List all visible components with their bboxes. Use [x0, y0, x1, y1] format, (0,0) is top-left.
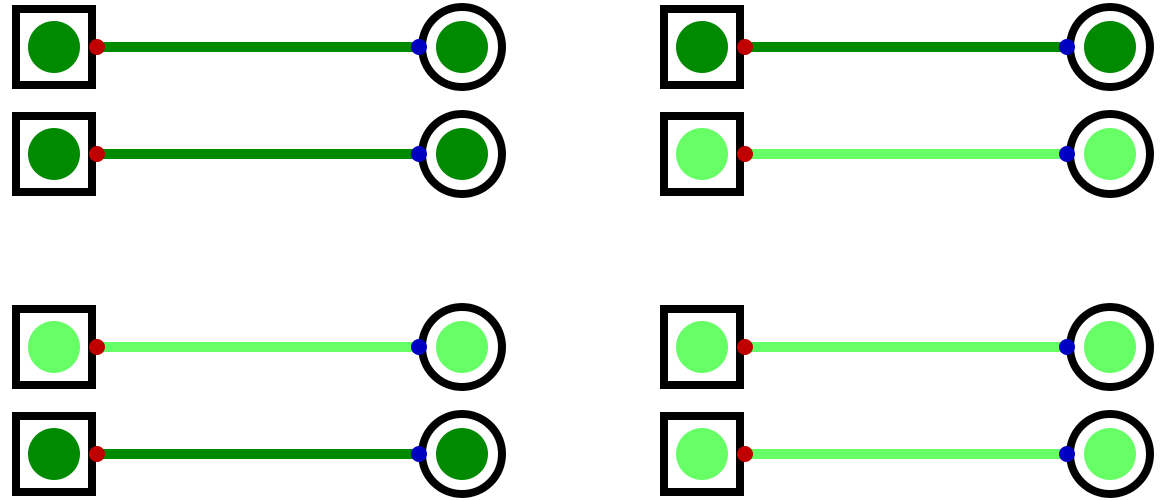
connection-4 [660, 110, 1154, 198]
source-lamp [28, 321, 80, 373]
source-lamp [676, 428, 728, 480]
connection-7 [12, 410, 506, 498]
target-lamp [436, 428, 488, 480]
connection-3 [12, 110, 506, 198]
connection-2 [660, 3, 1154, 91]
output-port[interactable] [737, 446, 753, 462]
source-lamp [28, 128, 80, 180]
source-lamp [676, 21, 728, 73]
source-lamp [676, 128, 728, 180]
output-port[interactable] [737, 39, 753, 55]
target-lamp [1084, 321, 1136, 373]
target-lamp [1084, 128, 1136, 180]
source-lamp [676, 321, 728, 373]
source-lamp [28, 21, 80, 73]
input-port[interactable] [1059, 39, 1075, 55]
connection-5 [12, 303, 506, 391]
connection-6 [660, 303, 1154, 391]
connection-1 [12, 3, 506, 91]
output-port[interactable] [89, 39, 105, 55]
target-lamp [1084, 21, 1136, 73]
input-port[interactable] [411, 339, 427, 355]
output-port[interactable] [89, 446, 105, 462]
target-lamp [436, 321, 488, 373]
target-lamp [1084, 428, 1136, 480]
output-port[interactable] [89, 339, 105, 355]
output-port[interactable] [737, 339, 753, 355]
source-lamp [28, 428, 80, 480]
input-port[interactable] [411, 39, 427, 55]
target-lamp [436, 128, 488, 180]
input-port[interactable] [411, 146, 427, 162]
input-port[interactable] [1059, 146, 1075, 162]
input-port[interactable] [411, 446, 427, 462]
target-lamp [436, 21, 488, 73]
input-port[interactable] [1059, 446, 1075, 462]
input-port[interactable] [1059, 339, 1075, 355]
output-port[interactable] [737, 146, 753, 162]
connection-8 [660, 410, 1154, 498]
output-port[interactable] [89, 146, 105, 162]
